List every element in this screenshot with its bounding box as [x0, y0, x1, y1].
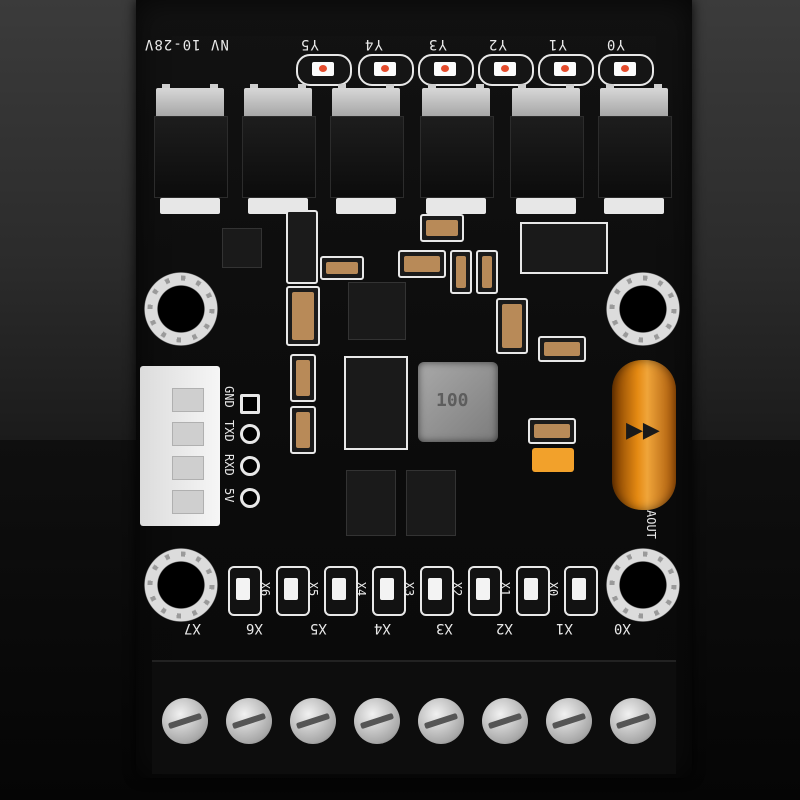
header-pin: [240, 424, 260, 444]
resistor: [476, 250, 498, 294]
optocoupler: [346, 470, 396, 536]
header-pin: [240, 456, 260, 476]
jumper-header: [286, 210, 318, 284]
terminal-label-x2: X2: [496, 620, 513, 636]
resistor: [528, 418, 576, 444]
capacitor: [286, 286, 320, 346]
terminal-label-x0: X0: [614, 620, 631, 636]
output-led: [538, 54, 594, 86]
resistor: [450, 250, 472, 294]
terminal-screw[interactable]: [418, 698, 464, 744]
output-label-y5: Y5: [300, 36, 319, 52]
led-label-x1: X1: [498, 581, 513, 597]
terminal-label-x4: X4: [374, 620, 391, 636]
terminal-screw[interactable]: [354, 698, 400, 744]
terminal-label-x7: X7: [184, 620, 201, 636]
mosfet: [506, 84, 586, 216]
resettable-fuse: ▶▶: [612, 360, 676, 510]
led-label-x3: X3: [402, 581, 417, 597]
mounting-hole-bottom-left: [144, 548, 218, 622]
regulator-footprint: [520, 222, 608, 274]
resistor: [290, 354, 316, 402]
arrow-icon: ▶▶: [626, 418, 660, 443]
input-led: [564, 566, 598, 616]
led-label-x0: X0: [546, 581, 561, 597]
voltage-label: NV 10-28V: [144, 36, 229, 52]
pin-label-gnd: GND: [222, 386, 236, 408]
resistor: [320, 256, 364, 280]
aout-label: AOUT: [644, 510, 658, 539]
terminal-screw[interactable]: [290, 698, 336, 744]
terminal-label-x3: X3: [436, 620, 453, 636]
mounting-hole-top-right: [606, 272, 680, 346]
terminal-label-x6: X6: [246, 620, 263, 636]
tantalum-capacitor: [532, 448, 574, 472]
mosfet: [150, 84, 230, 216]
output-led: [358, 54, 414, 86]
resistor: [398, 250, 446, 278]
transistor: [222, 228, 262, 268]
header-pin: [240, 488, 260, 508]
terminal-screw[interactable]: [162, 698, 208, 744]
mosfet: [594, 84, 674, 216]
terminal-screw[interactable]: [482, 698, 528, 744]
header-pin: [240, 394, 260, 414]
mounting-hole-bottom-right: [606, 548, 680, 622]
resistor: [538, 336, 586, 362]
output-led: [418, 54, 474, 86]
diode: [344, 356, 408, 450]
ic-chip: [348, 282, 406, 340]
input-led: [324, 566, 358, 616]
output-label-y1: Y1: [548, 36, 567, 52]
pin-label-rxd: RXD: [222, 454, 236, 476]
led-label-x2: X2: [450, 581, 465, 597]
screw-terminal-block: [152, 660, 676, 774]
output-led: [296, 54, 352, 86]
led-label-x6: X6: [258, 581, 273, 597]
output-label-y2: Y2: [488, 36, 507, 52]
terminal-screw[interactable]: [610, 698, 656, 744]
led-label-x5: X5: [306, 581, 321, 597]
input-led: [276, 566, 310, 616]
output-led: [598, 54, 654, 86]
terminal-label-x1: X1: [556, 620, 573, 636]
resistor: [290, 406, 316, 454]
led-label-x4: X4: [354, 581, 369, 597]
input-led: [372, 566, 406, 616]
pin-label-5v: 5V: [222, 488, 236, 503]
mosfet: [416, 84, 496, 216]
input-led: [516, 566, 550, 616]
resistor: [420, 214, 464, 242]
output-label-y0: Y0: [606, 36, 625, 52]
inductor-marking: 100: [436, 390, 469, 411]
terminal-screw[interactable]: [546, 698, 592, 744]
terminal-screw[interactable]: [226, 698, 272, 744]
terminal-label-x5: X5: [310, 620, 327, 636]
mosfet: [326, 84, 406, 216]
serial-connector: [140, 366, 220, 526]
optocoupler: [406, 470, 456, 536]
output-label-y3: Y3: [428, 36, 447, 52]
output-label-y4: Y4: [364, 36, 383, 52]
mounting-hole-top-left: [144, 272, 218, 346]
pin-label-txd: TXD: [222, 420, 236, 442]
pcb-board: NV 10-28V Y5 Y4 Y3 Y2 Y1 Y0 100 ▶▶: [136, 0, 692, 778]
power-inductor: 100: [418, 362, 498, 442]
input-led: [468, 566, 502, 616]
mosfet: [238, 84, 318, 216]
input-led: [420, 566, 454, 616]
output-led: [478, 54, 534, 86]
input-led: [228, 566, 262, 616]
capacitor: [496, 298, 528, 354]
